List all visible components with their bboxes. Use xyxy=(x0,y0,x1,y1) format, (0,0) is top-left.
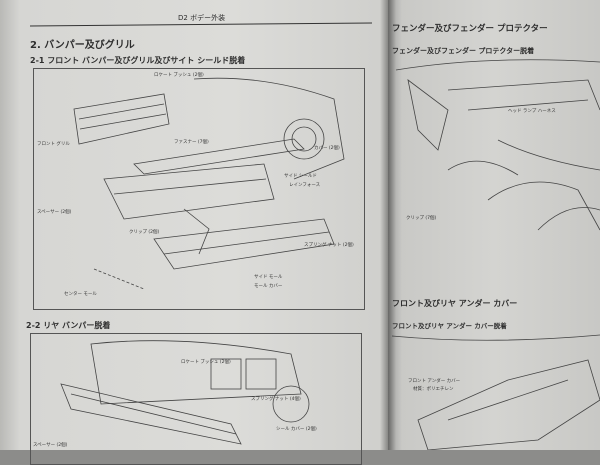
callout: ロケート ブッシュ (2個) xyxy=(181,360,231,365)
callout: スペーサー (2個) xyxy=(33,443,68,448)
callout: フロント アンダー カバー xyxy=(408,379,461,384)
subsection-title-2: フロント及びリヤ アンダー カバー脱着 xyxy=(392,322,507,330)
callout: センター モール xyxy=(64,292,97,297)
callout: サイド モール xyxy=(254,275,283,280)
running-header: D2 ボデー外装 xyxy=(178,14,226,22)
right-page: フェンダー及びフェンダー プロテクター フェンダー及びフェンダー プロテクター脱… xyxy=(388,0,600,450)
callout: クリップ (2個) xyxy=(129,230,160,235)
callout: ロケート ブッシュ (2個) xyxy=(154,73,204,78)
section-title: 2. バンパー及びグリル xyxy=(30,40,135,51)
callout: 材質：ポリエチレン xyxy=(413,387,454,392)
callout: ヘッド ランプ ハーネス xyxy=(508,109,556,114)
callout: スプリング ナット (4個) xyxy=(251,397,301,402)
subsection-title-2: 2-2 リヤ バンパー脱着 xyxy=(26,321,111,330)
rear-bumper-diagram: ロケート ブッシュ (2個) スプリング ナット (4個) スペーサー (2個)… xyxy=(30,333,362,465)
callout: クリップ (7個) xyxy=(406,216,437,221)
section-title: フェンダー及びフェンダー プロテクター xyxy=(392,24,548,34)
callout: フロント グリル xyxy=(37,142,70,147)
left-page: D2 ボデー外装 2. バンパー及びグリル 2-1 フロント バンパー及びグリル… xyxy=(0,0,388,465)
callout: レインフォース xyxy=(289,183,321,188)
callout: ファスナー (7個) xyxy=(174,140,209,145)
callout: シール カバー (2個) xyxy=(276,427,317,432)
under-cover-drawing xyxy=(391,334,600,450)
book-gutter-shadow xyxy=(380,0,396,450)
front-bumper-diagram: ロケート ブッシュ (2個) フロント グリル ファスナー (7個) カバー (… xyxy=(33,68,365,310)
callout: スプリング ナット (2個) xyxy=(304,243,354,248)
header-rule xyxy=(30,22,372,27)
callout: モール カバー xyxy=(254,284,283,289)
fender-drawing xyxy=(395,59,600,231)
callout: カバー (2個) xyxy=(314,146,340,151)
subsection-title-1: フェンダー及びフェンダー プロテクター脱着 xyxy=(392,47,535,55)
subsection-title-1: 2-1 フロント バンパー及びグリル及びサイト シールド脱着 xyxy=(30,56,246,65)
section-title-2: フロント及びリヤ アンダー カバー xyxy=(392,299,518,308)
callout: スペーサー (2個) xyxy=(37,210,72,215)
callout: サイド シールド xyxy=(284,174,317,179)
front-bumper-drawing xyxy=(73,77,345,290)
rear-bumper-drawing xyxy=(60,340,310,445)
